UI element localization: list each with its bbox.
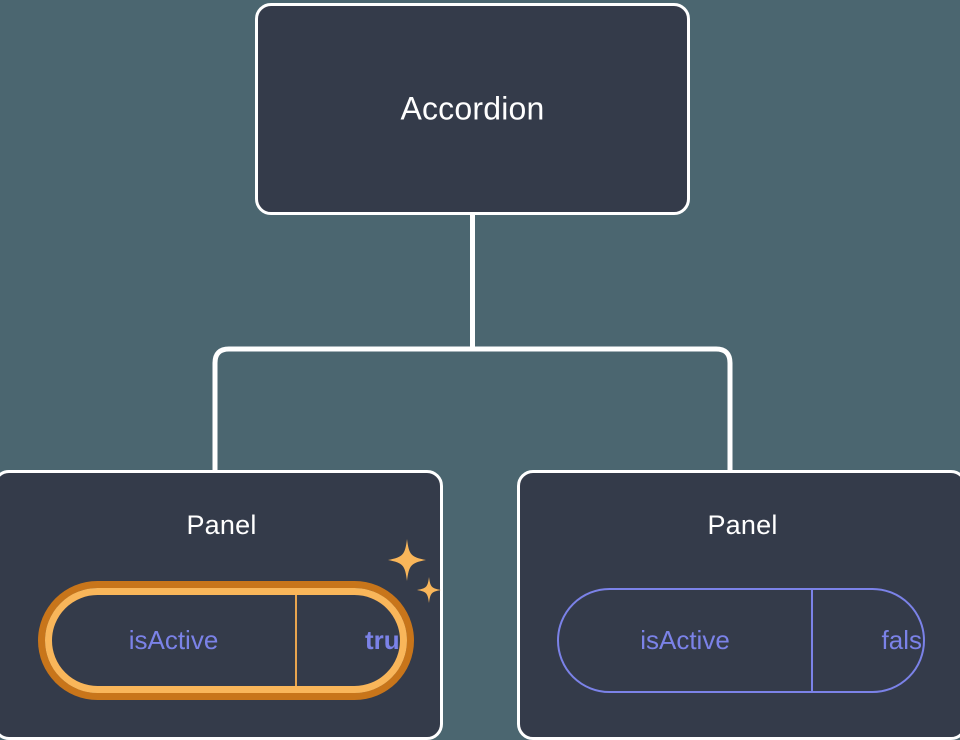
connector-child-branches [212,346,733,470]
prop-pill-right-value: false [811,590,923,691]
node-accordion[interactable]: Accordion [255,3,690,215]
prop-pill-right-wrapper: isActive false [557,588,925,693]
prop-pill-right[interactable]: isActive false [557,588,925,693]
node-panel-right-title: Panel [707,510,778,540]
prop-pill-left[interactable]: isActive true [45,588,407,693]
prop-pill-left-value: true [295,595,400,686]
prop-pill-left-wrapper: isActive true [45,588,407,693]
prop-pill-left-key: isActive [128,625,219,655]
node-panel-left-title: Panel [186,510,257,540]
node-accordion-title: Accordion [400,90,545,127]
prop-pill-right-key: isActive [640,625,730,655]
